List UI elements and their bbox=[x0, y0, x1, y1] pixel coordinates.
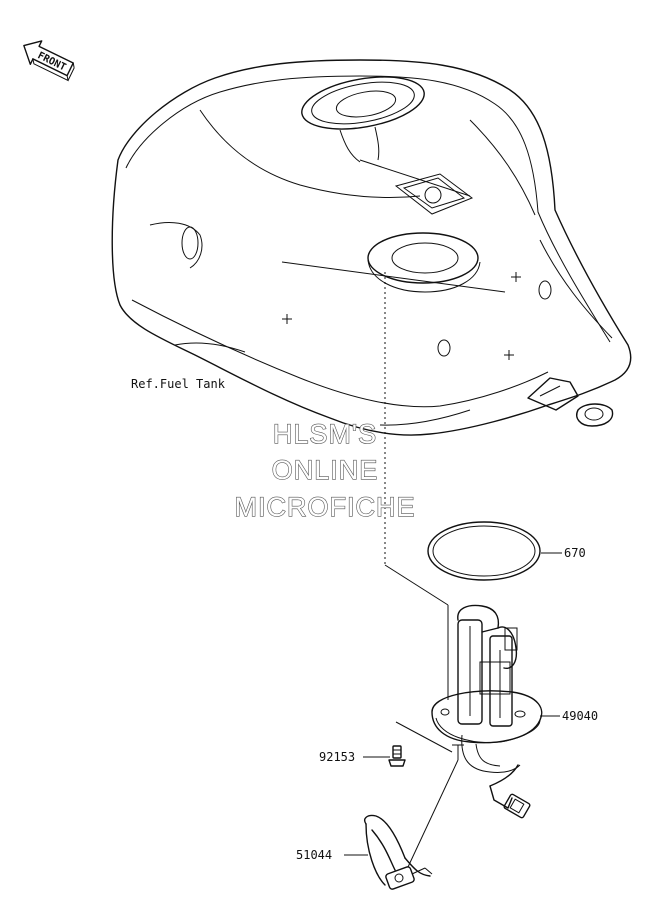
watermark: HLSM'S ONLINE MICROFICHE bbox=[234, 418, 416, 522]
ref-fuel-tank-label: Ref.Fuel Tank bbox=[131, 377, 226, 391]
watermark-line-2: ONLINE bbox=[272, 455, 379, 485]
hose-part bbox=[364, 814, 433, 890]
fuel-pump-part bbox=[431, 604, 543, 819]
watermark-line-1: HLSM'S bbox=[273, 419, 377, 449]
o-ring-part bbox=[427, 521, 541, 581]
part-number-92153: 92153 bbox=[319, 750, 355, 764]
front-arrow-icon: FRONT bbox=[23, 40, 75, 82]
part-number-49040: 49040 bbox=[562, 709, 598, 723]
front-label: FRONT bbox=[36, 50, 68, 73]
watermark-line-3: MICROFICHE bbox=[235, 492, 416, 522]
bolt-part bbox=[388, 745, 406, 767]
fuel-tank bbox=[111, 59, 632, 436]
part-number-670: 670 bbox=[564, 546, 586, 560]
part-number-51044: 51044 bbox=[296, 848, 332, 862]
